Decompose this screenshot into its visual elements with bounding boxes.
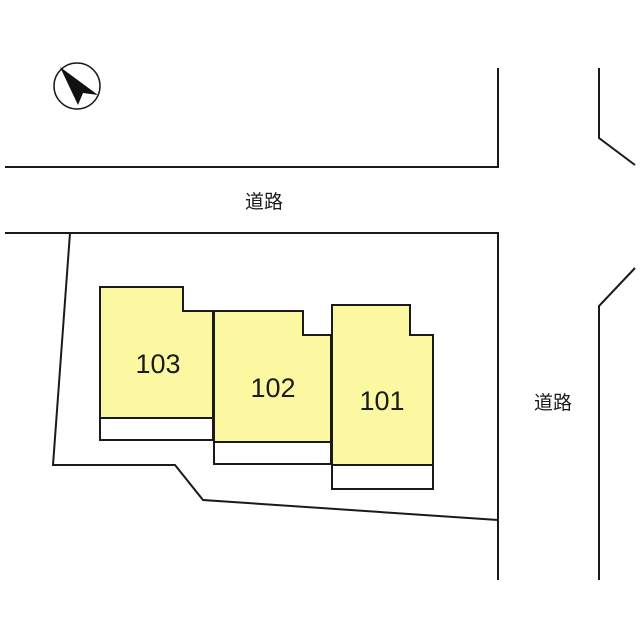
unit-102-label: 102 [250, 373, 295, 403]
north-road-label: 道路 [245, 191, 283, 213]
site-lot-boundary-west [51, 232, 499, 521]
north-road-upper-edge [5, 68, 499, 168]
unit-101[interactable]: 101 [331, 304, 434, 490]
unit-103[interactable]: 103 [99, 286, 214, 441]
unit-103-label: 103 [135, 349, 180, 379]
unit-101-balcony [331, 464, 434, 490]
unit-103-balcony [99, 417, 214, 441]
unit-101-footprint [331, 304, 434, 466]
unit-101-label: 101 [359, 386, 404, 416]
unit-102[interactable]: 102 [213, 310, 332, 465]
site-lot-boundary [5, 232, 499, 580]
east-road-label: 道路 [534, 392, 572, 414]
north-arrow-icon [53, 62, 101, 110]
east-road-lower-corner [598, 267, 636, 580]
east-road-upper-corner [598, 68, 636, 166]
unit-102-balcony [213, 441, 332, 465]
